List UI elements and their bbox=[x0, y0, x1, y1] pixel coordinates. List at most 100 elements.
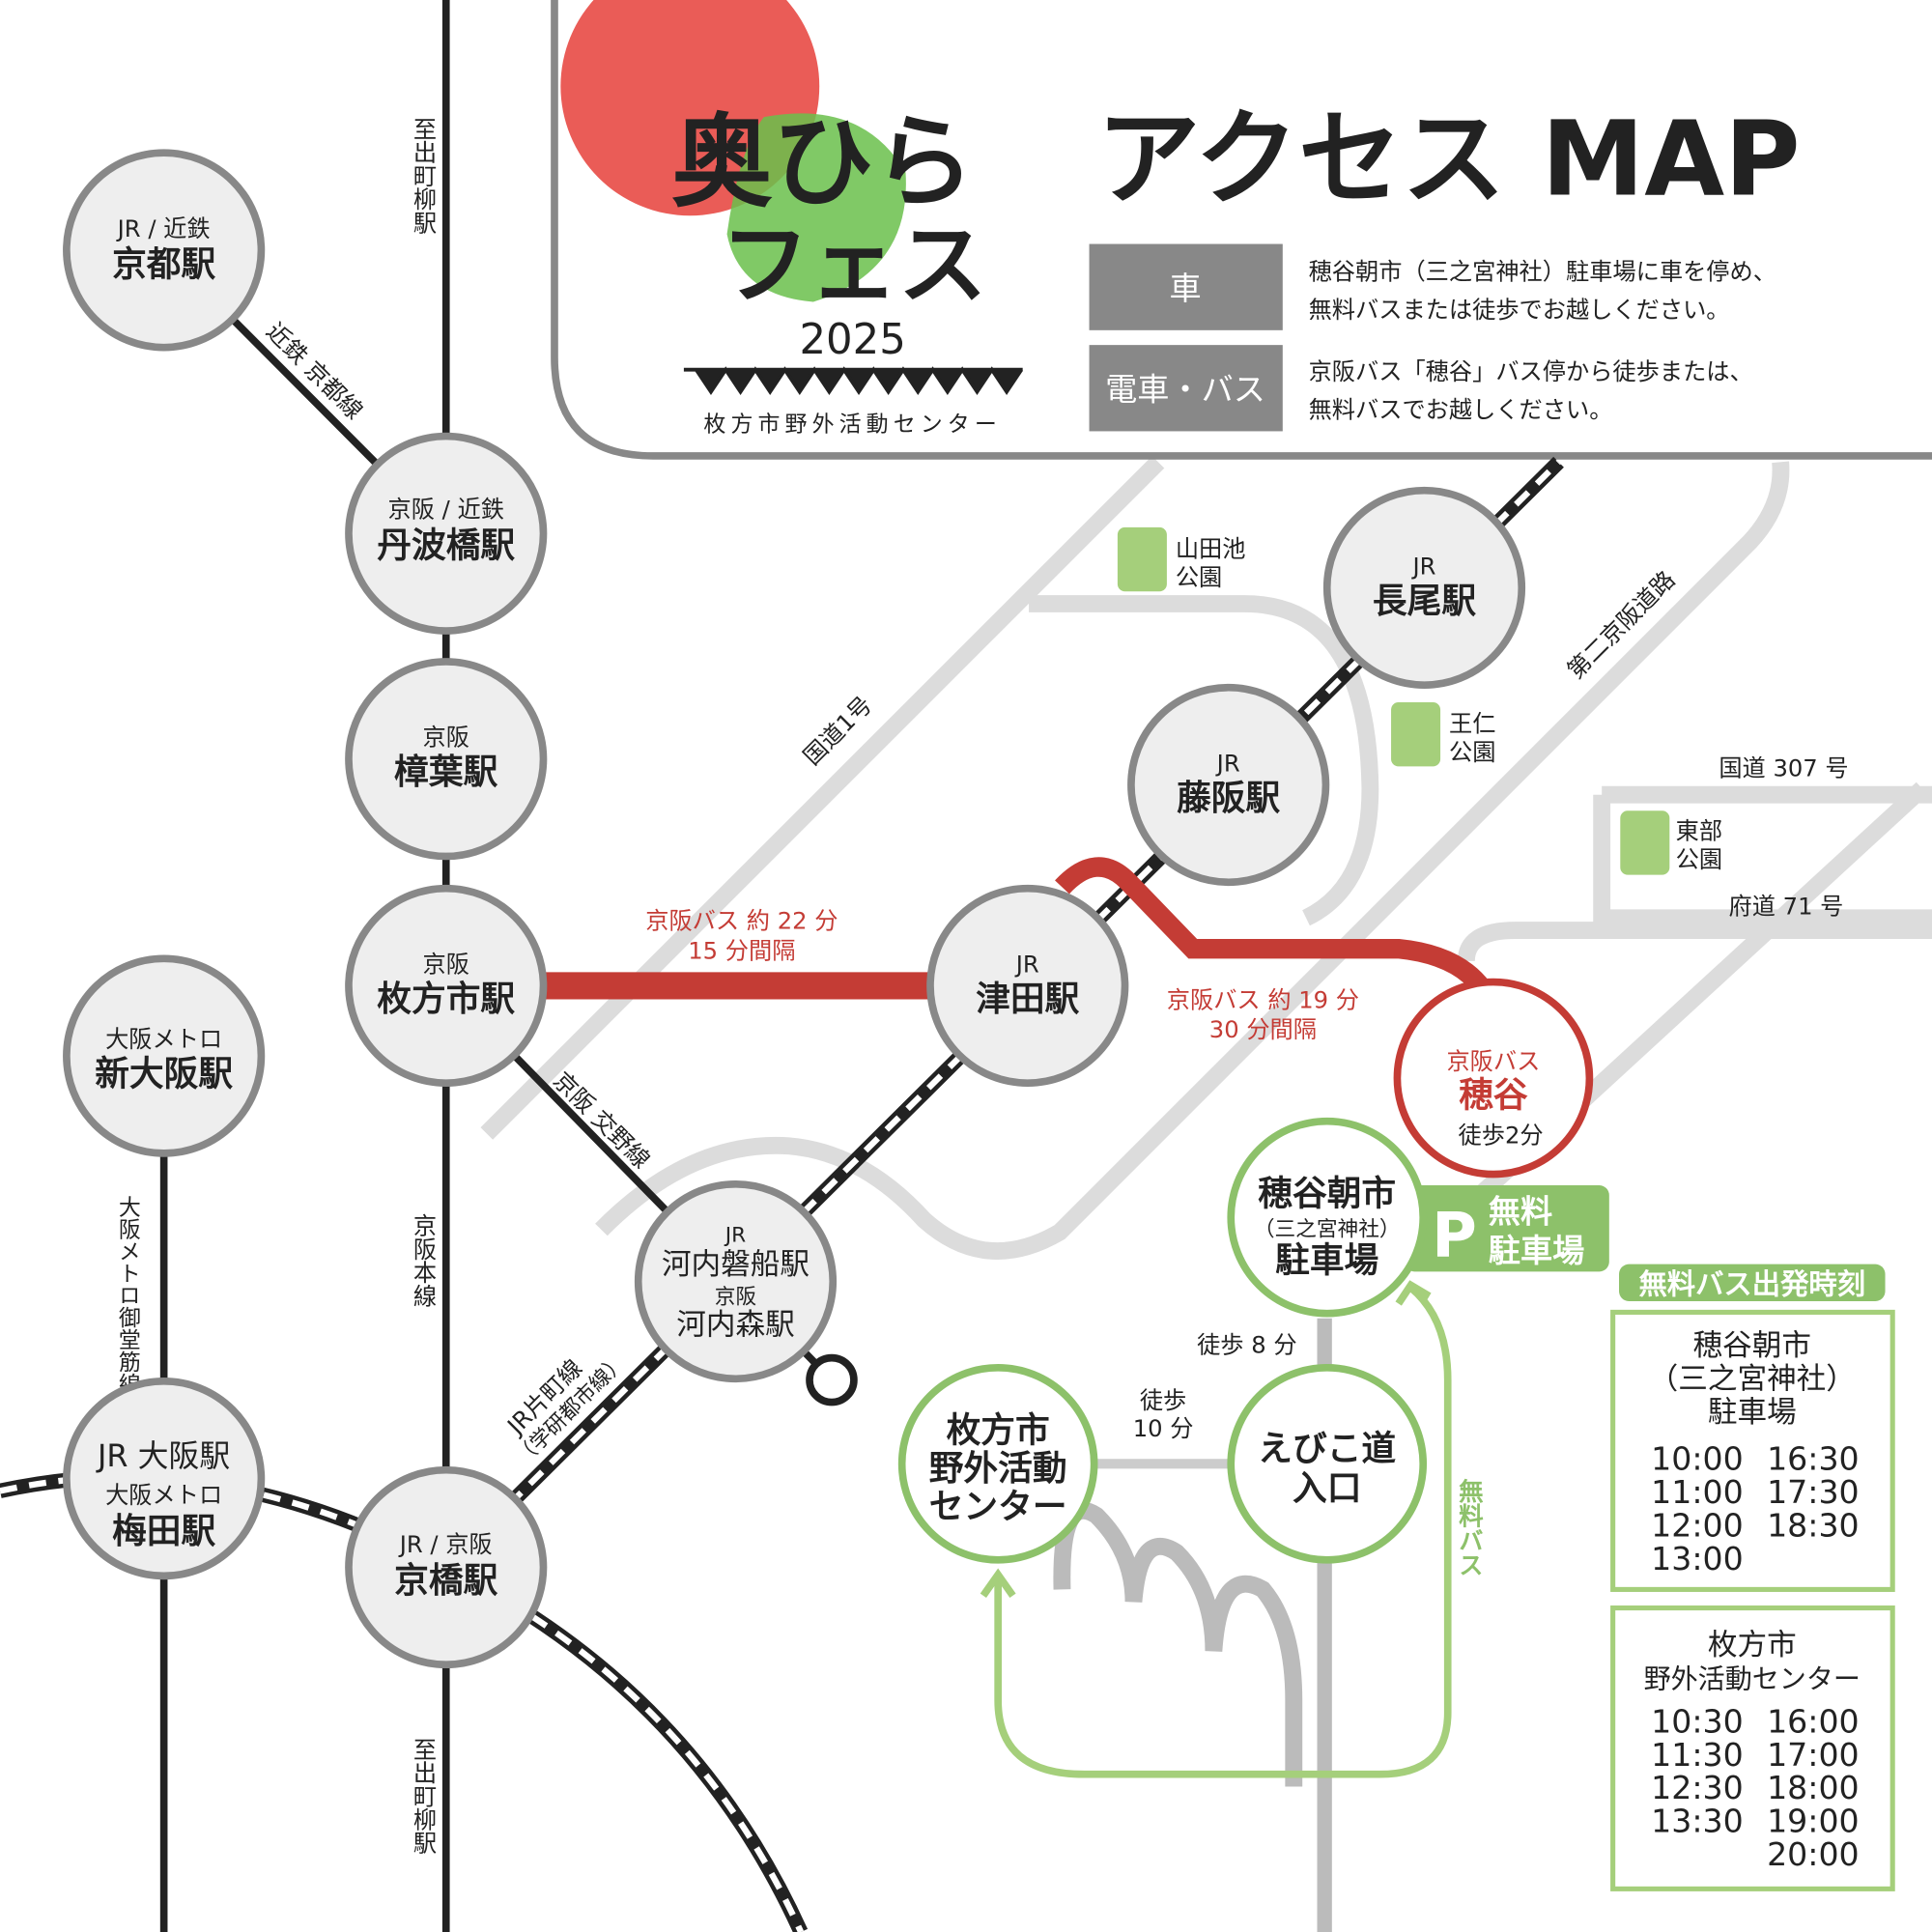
station-osaka-umeda[interactable]: JR 大阪駅 大阪メトロ 梅田駅 bbox=[63, 1378, 266, 1580]
header-panel bbox=[551, 0, 1932, 460]
station-name: 京都駅 bbox=[112, 245, 215, 285]
station-name: 河内磐船駅 bbox=[662, 1248, 810, 1282]
park-ojin-icon bbox=[1391, 702, 1441, 767]
station-fujisaka[interactable]: JR 藤阪駅 bbox=[1127, 683, 1330, 887]
station-name: 京橋駅 bbox=[394, 1561, 497, 1601]
departure-time: 17:30 bbox=[1767, 1473, 1860, 1511]
car-desc-1: 穂谷朝市（三之宮神社）駐車場に車を停め、 bbox=[1309, 259, 1776, 286]
station-operator: 大阪メトロ bbox=[105, 1026, 222, 1053]
free-bus-route bbox=[994, 1284, 1452, 1778]
departure-time: 10:30 bbox=[1651, 1702, 1744, 1740]
bus-label: 京阪バス 約 22 分 bbox=[645, 908, 838, 935]
bus-stop-operator: 京阪バス bbox=[1446, 1048, 1540, 1075]
walk-label: 10 分 bbox=[1133, 1415, 1194, 1442]
road-label: 国道 307 号 bbox=[1719, 755, 1848, 782]
title-fes: フェス bbox=[721, 213, 986, 317]
free-bus-label: 無料バス bbox=[1454, 1478, 1483, 1577]
departure-time: 17:00 bbox=[1767, 1736, 1860, 1774]
departure-time: 18:30 bbox=[1767, 1507, 1860, 1545]
station-operator: JR / 京阪 bbox=[398, 1531, 493, 1558]
departure-time: 12:00 bbox=[1651, 1507, 1744, 1545]
station-operator: 京阪 bbox=[423, 724, 469, 752]
station-name: 丹波橋駅 bbox=[377, 526, 515, 566]
station-kyoto[interactable]: JR / 近鉄 京都駅 bbox=[63, 149, 266, 352]
departure-time: 18:00 bbox=[1767, 1769, 1860, 1806]
station-name: 枚方市駅 bbox=[377, 980, 515, 1019]
free-parking-label: 駐車場 bbox=[1489, 1232, 1584, 1269]
timetable-heading: 駐車場 bbox=[1708, 1396, 1797, 1430]
departure-time: 12:30 bbox=[1651, 1769, 1744, 1806]
free-parking-badge bbox=[1405, 1185, 1609, 1272]
spot-label: えびこ道 bbox=[1258, 1429, 1396, 1468]
timetable-heading: （三之宮神社） bbox=[1649, 1363, 1856, 1397]
spot-label: 野外活動 bbox=[929, 1449, 1067, 1489]
departure-time: 10:00 bbox=[1651, 1440, 1744, 1478]
car-desc-2: 無料バスまたは徒歩でお越しください。 bbox=[1309, 297, 1730, 324]
station-kuzuha[interactable]: 京阪 樟葉駅 bbox=[345, 658, 548, 861]
title-access-map: アクセス MAP bbox=[1096, 100, 1800, 220]
station-name: 長尾駅 bbox=[1373, 582, 1476, 621]
free-parking-label: 無料 bbox=[1489, 1192, 1552, 1230]
park-label: 山田池 bbox=[1176, 536, 1246, 563]
timetable-heading: 野外活動センター bbox=[1644, 1662, 1861, 1694]
walk-label: 徒歩 bbox=[1140, 1387, 1186, 1414]
train-label-box bbox=[1089, 345, 1283, 432]
line-label: 近鉄 京都線 bbox=[261, 318, 368, 425]
station-kyobashi[interactable]: JR / 京阪 京橋駅 bbox=[345, 1465, 548, 1669]
station-nagao[interactable]: JR 長尾駅 bbox=[1322, 486, 1526, 690]
spot-label: （三之宮神社） bbox=[1254, 1217, 1401, 1241]
banner-flags bbox=[683, 366, 1023, 396]
park-label: 王仁 bbox=[1449, 711, 1495, 738]
station-shinosaka[interactable]: 大阪メトロ 新大阪駅 bbox=[63, 954, 266, 1157]
park-label: 公園 bbox=[1449, 739, 1495, 766]
spot-label: 穂谷朝市 bbox=[1258, 1174, 1396, 1213]
line-label: 大阪メトロ御堂筋線 bbox=[114, 1195, 140, 1395]
station-operator: JR bbox=[1014, 951, 1039, 978]
line-label: 至出町柳駅 bbox=[409, 117, 436, 234]
station-hirakatashi[interactable]: 京阪 枚方市駅 bbox=[345, 884, 548, 1087]
departure-time: 13:00 bbox=[1651, 1540, 1744, 1577]
train-desc-2: 無料バスでお越しください。 bbox=[1309, 396, 1613, 423]
car-label-box bbox=[1089, 243, 1283, 330]
station-name: JR 大阪駅 bbox=[96, 1437, 230, 1474]
station-name: 梅田駅 bbox=[112, 1512, 215, 1551]
bus-stop-hotani[interactable]: 京阪バス 穂谷 徒歩2分 bbox=[1393, 978, 1594, 1179]
station-kawachi[interactable]: JR 河内磐船駅 京阪 河内森駅 bbox=[634, 1179, 838, 1383]
station-name: 藤阪駅 bbox=[1177, 779, 1280, 818]
station-operator: 京阪 / 近鉄 bbox=[388, 497, 504, 524]
park-yamadaike-icon bbox=[1117, 526, 1167, 592]
station-operator: JR / 近鉄 bbox=[116, 215, 211, 242]
station-tsuda[interactable]: JR 津田駅 bbox=[926, 884, 1129, 1087]
station-tambabashi[interactable]: 京阪 / 近鉄 丹波橋駅 bbox=[345, 432, 548, 635]
title-venue: 枚方市野外活動センター bbox=[703, 412, 1001, 437]
logo-leaf bbox=[726, 113, 906, 302]
station-name: 樟葉駅 bbox=[394, 753, 497, 792]
spot-label: 入口 bbox=[1293, 1468, 1361, 1508]
roads bbox=[480, 456, 1932, 1932]
spot-center[interactable]: 枚方市 野外活動 センター bbox=[897, 1363, 1098, 1564]
spot-parking[interactable]: 穂谷朝市 （三之宮神社） 駐車場 bbox=[1227, 1117, 1428, 1318]
spot-label: 駐車場 bbox=[1275, 1240, 1378, 1280]
timetable-heading: 穂谷朝市 bbox=[1693, 1329, 1811, 1363]
spot-ebiko[interactable]: えびこ道 入口 bbox=[1227, 1363, 1428, 1564]
park-label: 公園 bbox=[1176, 564, 1222, 591]
walk-label: 徒歩 8 分 bbox=[1197, 1332, 1296, 1359]
station-operator: 大阪メトロ bbox=[105, 1482, 222, 1509]
park-tobu-icon bbox=[1620, 810, 1670, 875]
departure-time: 20:00 bbox=[1767, 1835, 1860, 1873]
bus-label: 15 分間隔 bbox=[688, 937, 795, 964]
timetable-title: 無料バス出発時刻 bbox=[1638, 1267, 1865, 1300]
timetable-heading: 枚方市 bbox=[1708, 1629, 1797, 1662]
departure-time: 13:30 bbox=[1651, 1803, 1744, 1840]
bus-label: 京阪バス 約 19 分 bbox=[1167, 986, 1359, 1013]
park-label: 公園 bbox=[1676, 846, 1722, 873]
parking-icon: P bbox=[1432, 1201, 1477, 1272]
spot-label: 枚方市 bbox=[947, 1410, 1050, 1450]
road-label: 府道 71 号 bbox=[1729, 893, 1844, 920]
station-operator: JR bbox=[1410, 553, 1435, 580]
departure-time: 16:00 bbox=[1767, 1702, 1860, 1740]
departure-time: 19:00 bbox=[1767, 1803, 1860, 1840]
car-label: 車 bbox=[1169, 270, 1201, 307]
bus-stop-name: 穂谷 bbox=[1459, 1075, 1528, 1115]
